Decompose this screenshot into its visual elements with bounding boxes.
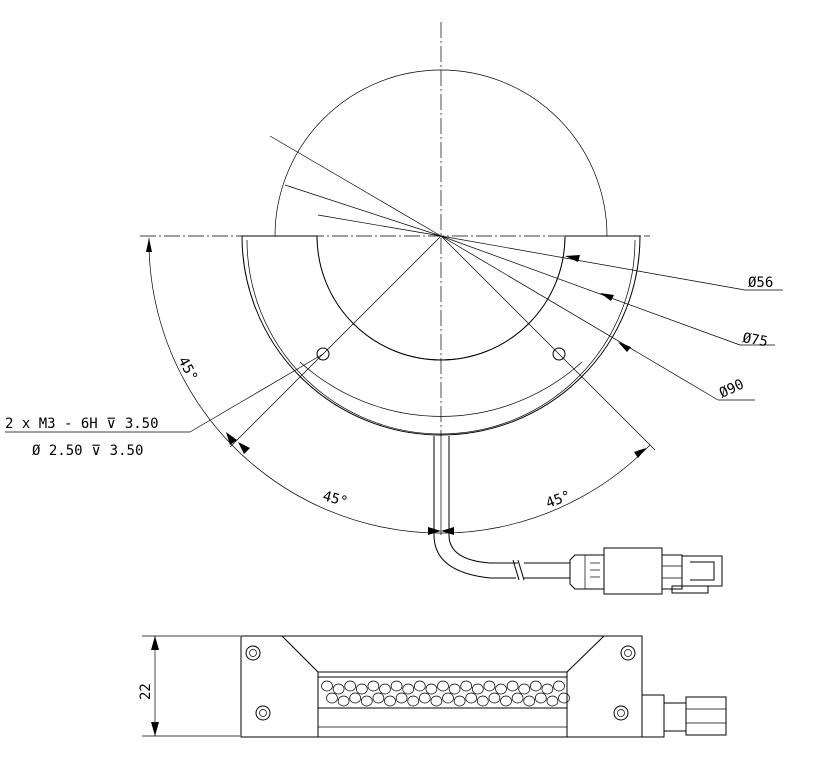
screw-top-left — [245, 645, 261, 661]
led — [511, 692, 524, 704]
led — [379, 683, 391, 695]
led — [367, 680, 380, 692]
angle-label-bottom-left: 45° — [321, 488, 350, 510]
led — [326, 692, 338, 704]
leader-d75-ext — [284, 184, 442, 237]
angle-leader-left — [229, 235, 442, 448]
side-window-edges — [317, 672, 568, 737]
led — [495, 683, 507, 695]
led-row — [321, 680, 570, 707]
leader-d56 — [440, 235, 746, 291]
arc-arrow-center-right — [441, 527, 454, 535]
led — [506, 680, 519, 692]
cable-break-1 — [512, 559, 520, 581]
arrow-d56 — [565, 255, 580, 262]
led — [518, 683, 531, 695]
inner-diameter-arc — [316, 235, 566, 361]
label-d75: Ø75 — [741, 330, 769, 350]
outer-circle-upper — [274, 69, 608, 237]
led — [460, 680, 473, 692]
led — [395, 692, 408, 704]
screw-top-right — [620, 645, 636, 661]
angle-label-bottom-right: 45° — [544, 488, 573, 512]
led — [500, 695, 512, 707]
led — [425, 683, 438, 695]
led — [483, 680, 496, 692]
hole-pitch-arc — [299, 361, 583, 417]
led — [553, 680, 565, 692]
hole-note-line2: Ø 2.50 ⊽ 3.50 — [32, 443, 143, 459]
side-bevel-top — [281, 635, 605, 673]
leader-d90 — [440, 235, 719, 401]
arrow-d90 — [618, 342, 631, 352]
side-view: 22 — [138, 635, 727, 738]
side-connector — [641, 694, 727, 738]
led — [321, 680, 333, 692]
height-arrow-bottom — [151, 722, 159, 736]
led — [337, 695, 350, 707]
led — [488, 692, 501, 704]
led — [476, 695, 489, 707]
led — [437, 680, 449, 692]
arc-arrow-top — [146, 238, 152, 252]
side-body — [240, 635, 643, 738]
angle-dimension-arc — [148, 237, 651, 534]
led — [546, 695, 559, 707]
led — [448, 683, 461, 695]
cable-bend-inner — [448, 534, 518, 564]
led — [372, 692, 385, 704]
half-ring-inner-edge — [246, 239, 636, 435]
led — [558, 692, 570, 704]
led — [360, 695, 373, 707]
leader-d75 — [440, 235, 741, 346]
leader-d90-ext — [269, 135, 442, 237]
arc-arrow-right — [634, 448, 646, 458]
height-arrow-top — [151, 636, 159, 650]
led — [471, 683, 484, 695]
led — [402, 683, 415, 695]
leader-d56-ext — [317, 214, 442, 237]
arc-arrow-left-2 — [238, 442, 250, 454]
led — [442, 692, 454, 704]
top-view: Ø56 Ø75 Ø90 2 x M3 - 6H ⊽ 3.50 Ø 2.50 ⊽ … — [5, 22, 783, 595]
led — [465, 692, 478, 704]
led — [534, 692, 547, 704]
arrow-d75 — [600, 293, 614, 301]
screw-bottom-right — [613, 705, 629, 721]
mounting-hole-left — [316, 347, 330, 361]
led — [349, 692, 362, 704]
led — [384, 695, 396, 707]
label-d56: Ø56 — [748, 275, 773, 291]
led — [523, 695, 536, 707]
height-label: 22 — [138, 683, 154, 700]
cable-break-2 — [517, 559, 525, 581]
hole-note-leader — [189, 353, 324, 433]
led — [332, 683, 345, 695]
angle-leader-right — [440, 235, 656, 451]
led — [344, 680, 357, 692]
led — [541, 683, 554, 695]
led — [413, 680, 426, 692]
led — [453, 695, 466, 707]
label-d90: Ø90 — [717, 376, 747, 401]
led — [529, 680, 542, 692]
mounting-hole-right — [552, 347, 566, 361]
arc-arrow-left-1 — [226, 432, 237, 445]
led — [407, 695, 420, 707]
screw-bottom-left — [255, 705, 271, 721]
cable-bend-outer — [433, 534, 516, 579]
led — [390, 680, 403, 692]
led — [355, 683, 368, 695]
cable-connector — [569, 547, 723, 595]
led — [430, 695, 443, 707]
hole-note-line1: 2 x M3 - 6H ⊽ 3.50 — [5, 416, 159, 432]
led — [418, 692, 431, 704]
